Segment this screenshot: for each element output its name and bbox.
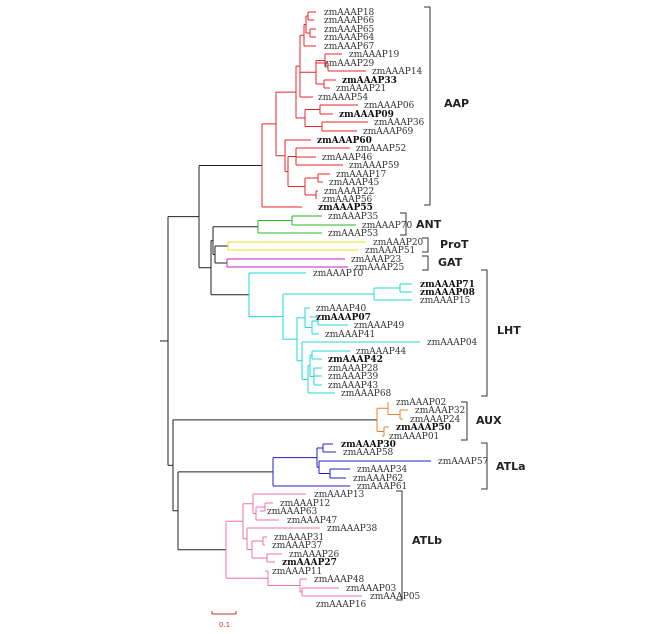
- leaf-label: zmAAAP16: [316, 600, 367, 610]
- leaf-label: zmAAAP15: [420, 296, 471, 306]
- leaf-label: zmAAAP55: [318, 203, 373, 213]
- leaf-label: zmAAAP12: [280, 499, 330, 509]
- leaf-label: zmAAAP53: [328, 229, 379, 239]
- leaf-label: zmAAAP45: [329, 178, 380, 188]
- leaf-label: zmAAAP56: [322, 195, 373, 205]
- leaf-label: zmAAAP26: [289, 550, 340, 560]
- leaf-label: zmAAAP67: [324, 42, 375, 52]
- leaf-label: zmAAAP52: [356, 144, 406, 154]
- leaf-label: zmAAAP14: [372, 67, 423, 77]
- scale-bar-label: 0.1: [219, 621, 230, 629]
- leaf-label: zmAAAP19: [349, 50, 400, 60]
- leaf-label: zmAAAP02: [396, 398, 446, 408]
- leaf-label: zmAAAP05: [370, 592, 421, 602]
- group-label-aap: AAP: [444, 97, 469, 110]
- group-bracket-atlb: [396, 490, 403, 601]
- leaf-label: zmAAAP34: [357, 465, 408, 475]
- leaf-label: zmAAAP63: [267, 507, 318, 517]
- group-label-ant: ANT: [416, 218, 442, 231]
- leaf-label: zmAAAP70: [362, 221, 413, 231]
- group-label-atla: ATLa: [496, 460, 526, 473]
- leaf-label: zmAAAP64: [324, 33, 375, 43]
- leaf-label: zmAAAP32: [415, 406, 465, 416]
- leaf-label: zmAAAP25: [354, 263, 405, 273]
- leaf-label: zmAAAP07: [316, 313, 371, 323]
- leaf-label: zmAAAP50: [396, 423, 451, 433]
- leaf-label: zmAAAP28: [328, 364, 379, 374]
- leaf-label: zmAAAP03: [346, 584, 397, 594]
- group-label-prot: ProT: [440, 238, 469, 251]
- group-bracket-gat: [422, 255, 429, 271]
- leaf-label: zmAAAP36: [374, 118, 425, 128]
- leaf-label: zmAAAP33: [342, 76, 397, 86]
- leaf-label: zmAAAP09: [339, 110, 394, 120]
- scale-bar: 0.1: [211, 611, 237, 629]
- leaf-label: zmAAAP42: [328, 355, 383, 365]
- leaf-label: zmAAAP54: [318, 93, 369, 103]
- leaf-label: zmAAAP11: [272, 567, 322, 577]
- group-bracket-lht: [481, 269, 488, 397]
- leaf-label: zmAAAP30: [341, 440, 396, 450]
- leaf-label: zmAAAP23: [351, 255, 402, 265]
- leaf-label: zmAAAP41: [325, 330, 375, 340]
- leaf-label: zmAAAP31: [274, 533, 324, 543]
- leaf-label: zmAAAP29: [324, 59, 375, 69]
- leaf-label: zmAAAP47: [287, 516, 338, 526]
- group-bracket-atla: [481, 442, 488, 490]
- leaf-label: zmAAAP62: [353, 474, 403, 484]
- tree-branches: [160, 11, 431, 597]
- leaf-label: zmAAAP65: [324, 25, 375, 35]
- leaf-label: zmAAAP49: [354, 321, 405, 331]
- leaf-label: zmAAAP71: [420, 280, 475, 290]
- leaf-label: zmAAAP59: [349, 161, 400, 171]
- group-bracket-aux: [461, 401, 468, 441]
- leaf-label: zmAAAP20: [373, 238, 424, 248]
- leaf-label: zmAAAP46: [322, 153, 373, 163]
- leaf-label: zmAAAP24: [410, 415, 461, 425]
- group-bracket-aap: [424, 6, 431, 206]
- leaf-label: zmAAAP10: [313, 269, 364, 279]
- group-label-atlb: ATLb: [412, 534, 442, 547]
- leaf-label: zmAAAP68: [341, 389, 392, 399]
- leaf-label: zmAAAP13: [314, 490, 365, 500]
- leaf-label: zmAAAP17: [336, 170, 387, 180]
- leaf-labels: zmAAAP18zmAAAP66zmAAAP65zmAAAP64zmAAAP67…: [267, 8, 489, 610]
- leaf-label: zmAAAP61: [357, 482, 407, 492]
- group-label-aux: AUX: [476, 414, 502, 427]
- leaf-label: zmAAAP04: [427, 338, 478, 348]
- leaf-label: zmAAAP39: [328, 372, 379, 382]
- leaf-label: zmAAAP60: [317, 136, 372, 146]
- leaf-label: zmAAAP69: [363, 127, 414, 137]
- leaf-label: zmAAAP06: [364, 101, 415, 111]
- leaf-label: zmAAAP38: [327, 524, 378, 534]
- group-bracket-ant: [400, 212, 407, 236]
- leaf-label: zmAAAP58: [343, 448, 394, 458]
- leaf-label: zmAAAP35: [328, 212, 379, 222]
- leaf-label: zmAAAP40: [316, 304, 367, 314]
- leaf-label: zmAAAP21: [336, 84, 386, 94]
- leaf-label: zmAAAP08: [420, 288, 475, 298]
- leaf-label: zmAAAP48: [314, 575, 365, 585]
- group-label-lht: LHT: [497, 324, 521, 337]
- leaf-label: zmAAAP27: [282, 558, 337, 568]
- leaf-label: zmAAAP57: [438, 457, 489, 467]
- leaf-label: zmAAAP44: [356, 347, 407, 357]
- leaf-label: zmAAAP18: [324, 8, 375, 18]
- leaf-label: zmAAAP37: [272, 541, 323, 551]
- group-label-gat: GAT: [438, 256, 463, 269]
- leaf-label: zmAAAP66: [324, 16, 375, 26]
- leaf-label: zmAAAP22: [324, 187, 374, 197]
- leaf-label: zmAAAP43: [328, 381, 379, 391]
- group-bracket-prot: [422, 237, 429, 253]
- leaf-label: zmAAAP51: [365, 246, 415, 256]
- leaf-label: zmAAAP01: [389, 432, 439, 442]
